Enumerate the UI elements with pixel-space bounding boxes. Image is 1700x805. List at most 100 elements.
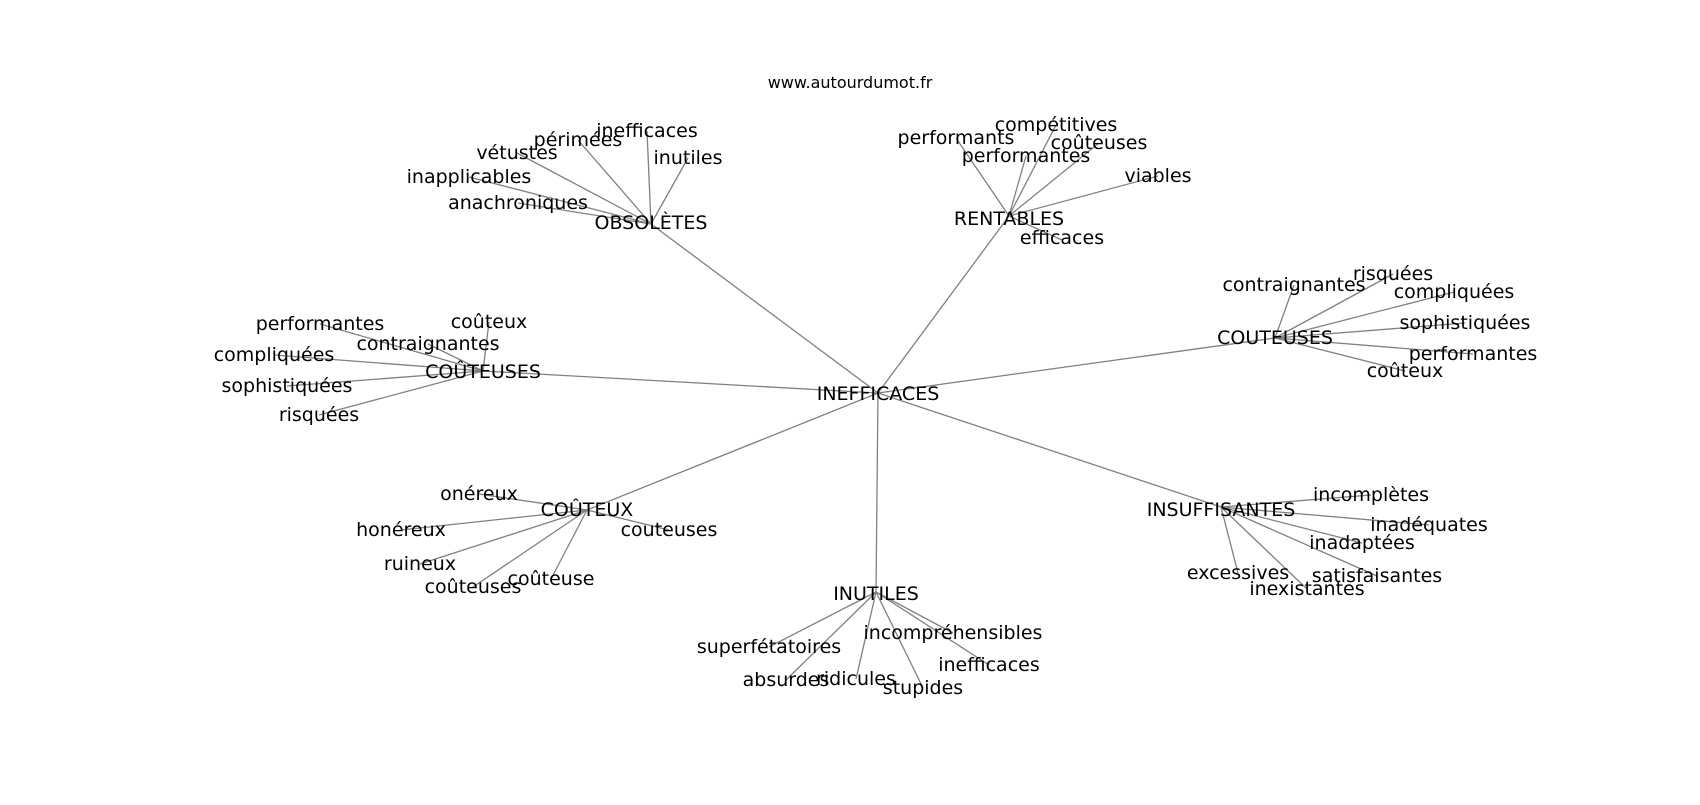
leaf-node-label: coûteuses (1051, 132, 1148, 154)
leaf-edge (319, 323, 484, 372)
leaf-node-label: excessives (1187, 562, 1289, 584)
leaf-edge (1274, 284, 1295, 339)
leaf-node-label: coûteuse (508, 568, 595, 590)
leaf-edge (1274, 337, 1406, 372)
leaf-node-label: performantes (1409, 343, 1538, 365)
leaf-node-label: sophistiquées (222, 375, 353, 397)
leaf-node-label: superfétatoires (697, 636, 841, 658)
leaf-node-label: inefficaces (938, 654, 1040, 676)
leaf-edge (1220, 494, 1372, 508)
root-edge (877, 392, 1222, 508)
leaf-edge (855, 591, 877, 680)
leaf-node-label: compétitives (995, 114, 1118, 136)
leaf-node-label: anachroniques (448, 192, 588, 214)
root-edge (586, 392, 879, 511)
leaf-node-label: stupides (883, 677, 963, 699)
leaf-node-label: performantes (256, 313, 385, 335)
leaf-edge (1220, 506, 1378, 577)
leaf-edge (1274, 273, 1394, 339)
leaf-edge (478, 493, 588, 511)
leaf-edge (1008, 142, 1100, 217)
leaf-node-label: inutiles (654, 147, 723, 169)
leaf-node-label: compliquées (214, 344, 335, 366)
leaf-node-label: coûteux (451, 311, 528, 333)
leaf-edge (1008, 175, 1159, 217)
leaf-edge (400, 509, 588, 531)
cluster-node-label: COÛTEUSES (425, 359, 541, 383)
leaf-node-label: performants (898, 127, 1015, 149)
leaf-edge (875, 591, 990, 666)
leaf-edge (1220, 506, 1308, 590)
leaf-edge (472, 509, 588, 588)
leaf-edge (1274, 291, 1455, 339)
leaf-edge (468, 176, 652, 225)
leaf-node-label: contraignantes (1222, 274, 1365, 296)
leaf-edge (955, 137, 1010, 217)
cluster-node-label: INUTILES (833, 583, 919, 605)
root-node-label: INEFFICACES (817, 383, 940, 405)
leaf-edge (517, 202, 652, 225)
leaf-edge (1274, 322, 1466, 339)
cluster-node-label: OBSOLÈTES (595, 211, 708, 234)
root-edge (877, 215, 1010, 394)
leaf-edge (550, 509, 588, 580)
leaf-node-label: coûteuses (425, 576, 522, 598)
cluster-node-label: COUTEUSES (1217, 327, 1333, 349)
leaf-node-label: incompréhensibles (864, 622, 1043, 644)
leaf-edge (427, 343, 484, 372)
leaf-edge (875, 591, 924, 689)
leaf-edge (646, 130, 652, 225)
root-edge (875, 392, 879, 593)
leaf-node-label: inadéquates (1370, 514, 1488, 536)
leaf-node-label: sophistiquées (1400, 312, 1531, 334)
leaf-edge (1008, 215, 1063, 241)
leaf-node-label: onéreux (440, 483, 518, 505)
edges-layer (273, 124, 1474, 689)
leaf-edge (419, 509, 588, 565)
root-edge (650, 223, 879, 394)
leaf-node-label: satisfaisantes (1312, 565, 1442, 587)
leaf-edge (318, 370, 484, 416)
leaf-node-label: inadaptées (1309, 532, 1414, 554)
cluster-node-label: RENTABLES (954, 208, 1064, 230)
leaf-edge (482, 321, 490, 372)
leaf-node-label: compliquées (1394, 281, 1515, 303)
leaf-node-label: coûteux (1367, 360, 1444, 382)
leaf-edge (286, 370, 484, 387)
root-edge (877, 337, 1276, 394)
leaf-node-label: absurdes (743, 669, 830, 691)
labels-layer: INEFFICACESOBSOLÈTESinefficacespériméesv… (214, 114, 1538, 699)
leaf-edge (577, 139, 652, 225)
leaf-edge (1220, 506, 1363, 544)
leaf-edge (785, 591, 877, 681)
leaf-node-label: périmées (534, 129, 623, 151)
leaf-node-label: vétustes (476, 142, 557, 164)
leaf-node-label: inapplicables (407, 166, 532, 188)
leaf-node-label: performantes (962, 145, 1091, 167)
leaf-node-label: inefficaces (596, 120, 698, 142)
leaf-edge (768, 591, 877, 648)
leaf-edge (1274, 337, 1474, 355)
leaf-edge (273, 354, 484, 372)
leaf-node-label: viables (1124, 165, 1191, 187)
leaf-node-label: ridicules (816, 668, 896, 690)
leaf-edge (650, 157, 689, 225)
cluster-node-label: INSUFFISANTES (1147, 499, 1296, 521)
leaf-edge (1220, 506, 1239, 574)
leaf-node-label: efficaces (1020, 227, 1104, 249)
leaf-edge (516, 152, 652, 225)
leaf-edge (875, 591, 954, 634)
leaf-node-label: honéreux (356, 519, 446, 541)
leaf-node-label: incomplètes (1313, 484, 1429, 506)
leaf-node-label: ruineux (384, 553, 456, 575)
root-edge (482, 370, 879, 394)
site-credit: www.autourdumot.fr (768, 73, 933, 92)
leaf-node-label: inexistantes (1249, 578, 1364, 600)
leaf-edge (1220, 506, 1430, 526)
leaf-node-label: contraignantes (356, 333, 499, 355)
leaf-node-label: risquées (279, 404, 359, 426)
leaf-edge (586, 509, 670, 531)
cluster-node-label: COÛTEUX (541, 497, 634, 521)
